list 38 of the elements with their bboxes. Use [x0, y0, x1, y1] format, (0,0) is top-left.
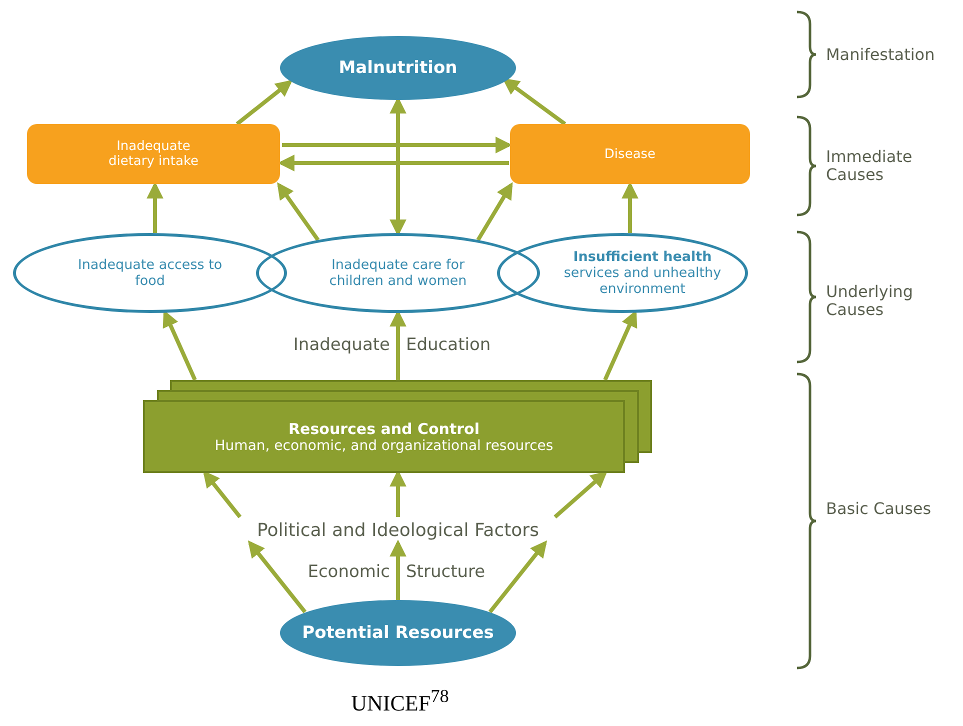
process-box	[510, 124, 750, 184]
node-text: Inadequate care for children and women	[328, 257, 468, 289]
factor-label: Education	[406, 336, 491, 356]
factor-label: Economic	[306, 563, 390, 583]
level-label: Basic Causes	[826, 500, 932, 518]
node-text: Insufficient health services and unhealthy environment	[562, 249, 722, 297]
node-text: Potential Resources	[302, 623, 494, 643]
arrow	[502, 78, 566, 126]
arrow	[282, 136, 512, 154]
factor-label: Structure	[406, 563, 486, 583]
level-label: Immediate Causes	[826, 148, 914, 185]
arrow	[278, 154, 509, 172]
arrow	[248, 540, 307, 614]
outlined-ellipse	[497, 233, 748, 313]
arrow	[390, 540, 406, 600]
arrow	[476, 182, 513, 242]
arrow	[146, 182, 164, 233]
box-subtitle: Human, economic, and organizational resources	[214, 438, 554, 454]
node-text: Disease	[604, 146, 656, 162]
factor-label: Inadequate	[292, 336, 390, 356]
process-box	[27, 124, 280, 184]
box-heading: Resources and Control	[288, 420, 480, 438]
arrow	[622, 182, 638, 233]
level-label: Underlying Causes	[826, 283, 914, 320]
caption: UNICEF$^{78}$	[350, 686, 450, 716]
stacked-box	[143, 380, 652, 473]
node-text: Inadequate dietary intake	[107, 139, 200, 169]
arrow	[554, 470, 608, 518]
arrow	[488, 540, 548, 614]
arrow	[202, 470, 242, 518]
outlined-ellipse	[13, 233, 287, 313]
node-text: Inadequate access to food	[76, 257, 224, 289]
node-text: Political and Ideological Factors	[257, 520, 539, 540]
node-text: Malnutrition	[338, 58, 458, 78]
arrow	[277, 182, 320, 242]
level-label: Manifestation	[826, 46, 936, 64]
arrow	[236, 80, 293, 126]
outlined-ellipse	[256, 233, 540, 313]
